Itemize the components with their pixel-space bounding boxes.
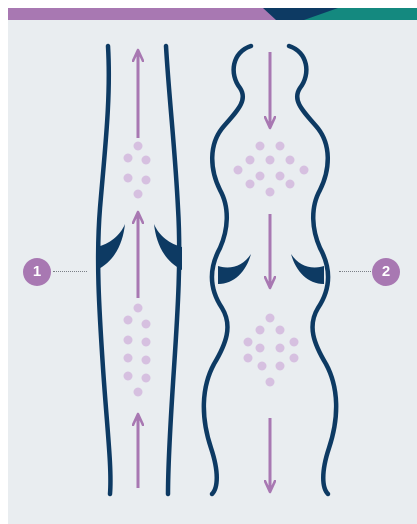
blood-cell-dot [276,142,285,151]
blood-cell-dot [134,142,143,151]
blood-cell-dot [124,174,133,183]
blood-cell-dot [234,166,243,175]
leader-line-1 [53,271,87,272]
blood-cell-dot [124,154,133,163]
blood-cell-dot [266,378,275,387]
blood-cell-dot [142,176,151,185]
valve-leaflet-icon [218,254,251,284]
healthy-vein [97,46,182,494]
varicose-vein [204,46,336,494]
blood-cell-dot [266,188,275,197]
blood-cell-dot [142,156,151,165]
blood-cell-dot [266,314,275,323]
blood-cell-dot [142,356,151,365]
blood-cell-dot [142,320,151,329]
healthy-vein-right-wall [166,46,179,494]
blood-cell-dot [256,344,265,353]
blood-cell-dot [124,372,133,381]
healthy-vein-left-wall [98,46,110,494]
blood-cell-dot [300,166,309,175]
blood-cell-dot [286,180,295,189]
blood-cell-group [124,304,151,397]
blood-cell-dot [290,338,299,347]
blood-cell-dot [142,374,151,383]
blood-cell-dot [134,388,143,397]
blood-cell-dot [142,338,151,347]
leader-line-2 [339,271,371,272]
callout-badge-1: 1 [23,258,51,286]
valve-leaflet-icon [97,224,125,270]
blood-cell-group [234,142,309,197]
blood-cell-dot [124,316,133,325]
blood-cell-dot [266,156,275,165]
valve-leaflet-icon [291,254,324,284]
blood-cell-dot [134,190,143,199]
blood-cell-dot [124,336,133,345]
blood-cell-dot [124,354,133,363]
blood-cell-dot [256,326,265,335]
blood-cell-dot [258,362,267,371]
blood-cell-dot [290,354,299,363]
blood-cell-dot [286,156,295,165]
callout-badge-2: 2 [372,258,400,286]
vein-diagram [8,8,417,524]
blood-cell-dot [256,172,265,181]
blood-cell-dot [256,142,265,151]
blood-cell-dot [276,172,285,181]
blood-cell-dot [276,362,285,371]
blood-cell-group [124,142,151,199]
blood-cell-dot [134,304,143,313]
blood-cell-dot [276,326,285,335]
diagram-frame: 1 2 [8,8,417,524]
blood-cell-dot [244,338,253,347]
blood-cell-group [244,314,299,387]
blood-cell-dot [244,354,253,363]
blood-cell-dot [246,180,255,189]
blood-cell-dot [246,156,255,165]
blood-cell-dot [276,344,285,353]
